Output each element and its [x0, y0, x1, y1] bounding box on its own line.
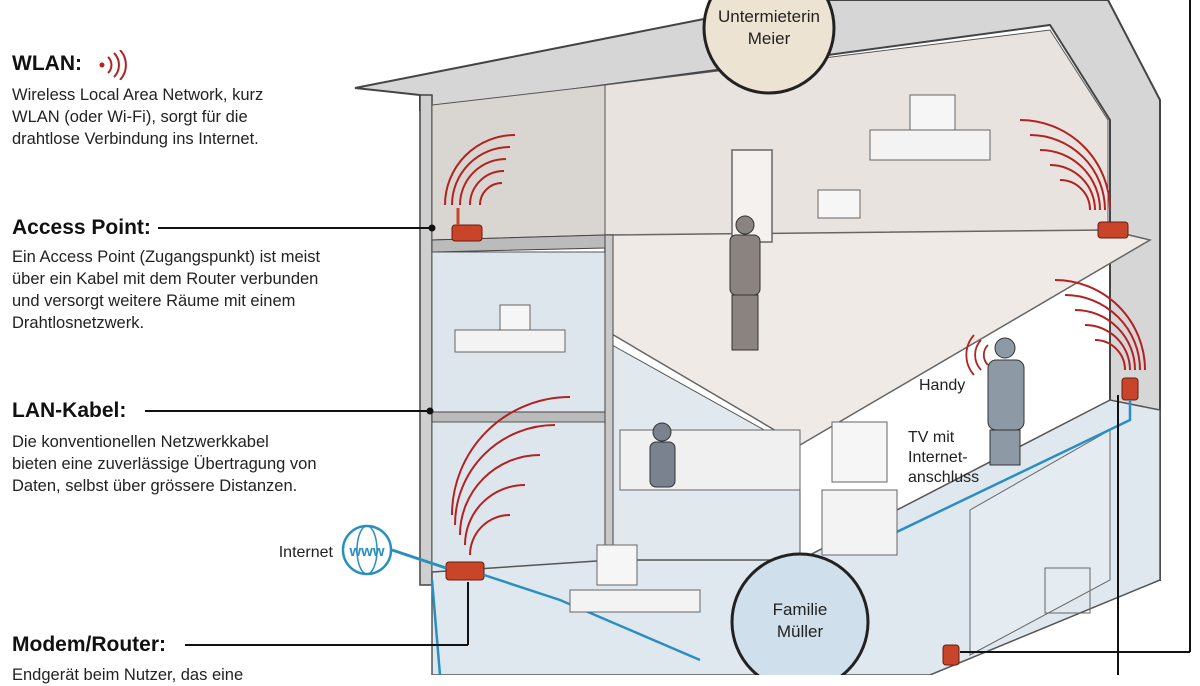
sofa [619, 429, 801, 491]
wifi-signal-ground-right [1054, 279, 1146, 371]
access-point-ground [1121, 377, 1139, 401]
access-point-desc-line: über ein Kabel mit dem Router verbunden [12, 270, 319, 288]
tv-label-line1: TV mit [908, 429, 955, 446]
globe-www-label: www [348, 543, 384, 560]
wlan-desc-line: drahtlose Verbindung ins Internet. [12, 130, 259, 148]
wifi-signal-router [451, 396, 571, 556]
wlan-description: Wireless Local Area Network, kurz WLAN (… [12, 84, 382, 150]
tv-stand [821, 489, 898, 556]
floor-slab-middle [431, 411, 608, 423]
desk-middle [454, 329, 566, 353]
access-point-attic [451, 224, 483, 242]
handy-label: Handy [919, 377, 965, 394]
laptop [499, 304, 531, 331]
connector-dot-lan [426, 407, 434, 415]
wlan-term: WLAN: [12, 52, 82, 75]
tv-label-line3: anschluss [908, 469, 979, 486]
access-point-term: Access Point: [12, 216, 151, 239]
family-label-line1: Familie [773, 600, 828, 619]
monitor-lower [596, 544, 638, 586]
internet-line [391, 548, 447, 570]
desk-tenant [869, 129, 991, 161]
wifi-signal-handy [965, 334, 989, 376]
monitor-tenant [909, 94, 956, 131]
router-description: Endgerät beim Nutzer, das eine [12, 664, 382, 686]
access-point-desc-line: Ein Access Point (Zugangspunkt) ist meis… [12, 248, 321, 266]
access-point-desc-line: Drahtlosnetzwerk. [12, 314, 145, 332]
legend-panel: WLAN: Wireless Local Area Network, kurz … [0, 0, 440, 684]
family-label-line2: Müller [777, 622, 824, 641]
globe-meridian [356, 525, 378, 575]
person-woman-standing [729, 215, 761, 351]
interior-wall [604, 234, 614, 566]
printer [817, 189, 861, 219]
lan-description: Die konventionellen Netzwerkkabel bieten… [12, 431, 382, 497]
router-term: Modem/Router: [12, 633, 166, 656]
access-point-tenant [1097, 221, 1129, 239]
wifi-signal-tenant [1019, 119, 1111, 211]
wifi-signal-attic [444, 134, 516, 206]
access-point-description: Ein Access Point (Zugangspunkt) ist meis… [12, 246, 382, 334]
plant-stand [1044, 567, 1091, 614]
router-desc-line: Endgerät beim Nutzer, das eine [12, 666, 244, 684]
tenant-label-line1: Untermieterin [718, 7, 820, 26]
internet-label: Internet [279, 544, 334, 561]
access-point-desc-line: und versorgt weitere Räume mit einem [12, 292, 296, 310]
lower-left-room [431, 421, 608, 573]
modem-router [445, 561, 485, 581]
tenant-circle [702, 0, 836, 95]
powerline-adapter [942, 644, 960, 666]
tenant-label-line2: Meier [748, 29, 791, 48]
lan-desc-line: bieten eine zuverlässige Übertragung von [12, 455, 317, 473]
person-woman-sitting [649, 422, 676, 488]
lan-desc-line: Die konventionellen Netzwerkkabel [12, 433, 269, 451]
lan-term: LAN-Kabel: [12, 399, 127, 422]
legend-connectors [145, 0, 1191, 675]
person-man-standing [987, 337, 1025, 466]
tv [831, 421, 888, 483]
tv-label-line2: Internet- [908, 449, 968, 466]
right-lower-room [969, 429, 1111, 656]
wlan-desc-line: Wireless Local Area Network, kurz [12, 86, 264, 104]
desk-lower [569, 589, 701, 613]
wifi-icon [99, 50, 127, 80]
wlan-desc-line: WLAN (oder Wi-Fi), sorgt für die [12, 108, 248, 126]
connector-dot-ap [428, 224, 436, 232]
lan-desc-line: Daten, selbst über grössere Distanzen. [12, 477, 298, 495]
family-circle [730, 552, 870, 675]
